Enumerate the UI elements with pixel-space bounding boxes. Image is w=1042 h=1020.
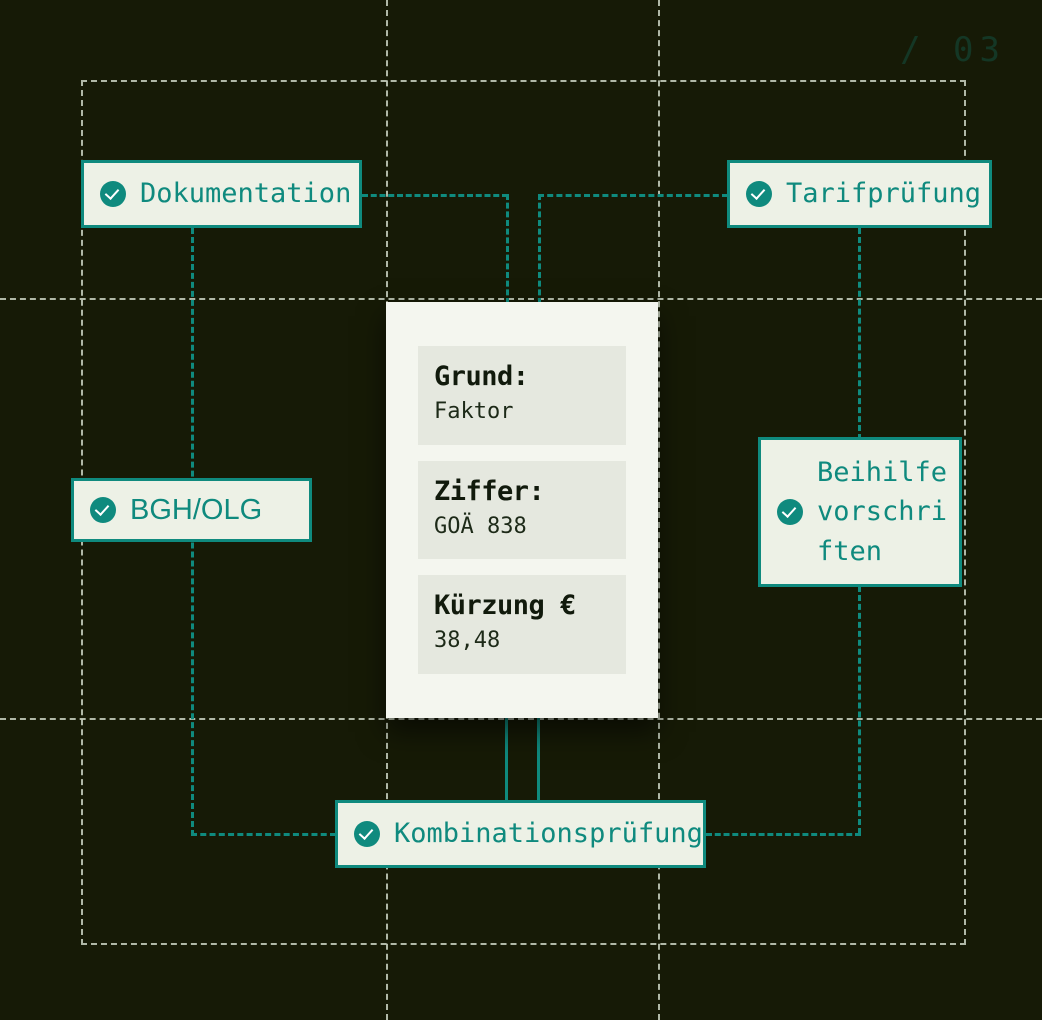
node-label: BGH/OLG [130, 493, 263, 526]
step-counter: / 03 [900, 30, 1006, 70]
grid-line-horizontal-2 [0, 718, 1042, 720]
check-icon [777, 499, 803, 525]
detail-field-value: 38,48 [434, 627, 501, 653]
check-icon [746, 181, 772, 207]
detail-field-value: GOÄ 838 [434, 513, 527, 539]
detail-field-value: Faktor [434, 399, 514, 425]
connector-bgh-olg-to-kombination [191, 833, 336, 836]
node-label: Beihilfe vorschri ften [817, 457, 948, 567]
node-label: Kombinationsprüfung [394, 818, 703, 850]
connector-dokumentation-down [506, 194, 509, 304]
check-icon [90, 497, 116, 523]
node-kombinationspruefung[interactable]: Kombinationsprüfung [335, 800, 706, 868]
node-dokumentation[interactable]: Dokumentation [81, 160, 362, 228]
connector-tarifpruefung-left [538, 194, 728, 197]
connector-dokumentation-right [362, 194, 508, 197]
grid-line-horizontal-1 [0, 298, 1042, 300]
connector-tarifpruefung-to-beihilfe [858, 228, 861, 440]
node-beihilfevorschriften[interactable]: Beihilfe vorschri ften [758, 437, 962, 587]
connector-beihilfe-down [858, 586, 861, 834]
check-icon [100, 181, 126, 207]
detail-field-grund: Grund: Faktor [418, 346, 626, 445]
detail-field-key: Ziffer: [434, 475, 545, 507]
connector-tarifpruefung-down [538, 194, 541, 304]
node-bgh-olg[interactable]: BGH/OLG [71, 478, 312, 542]
connector-beihilfe-to-kombination [706, 833, 861, 836]
detail-field-kuerzung: Kürzung € 38,48 [418, 575, 626, 674]
node-label: Dokumentation [140, 178, 352, 210]
detail-card[interactable]: Grund: Faktor Ziffer: GOÄ 838 Kürzung € … [386, 302, 658, 718]
node-tarifpruefung[interactable]: Tarifprüfung [727, 160, 992, 228]
node-label: Tarifprüfung [786, 178, 982, 210]
check-icon [354, 821, 380, 847]
detail-field-key: Grund: [434, 361, 529, 393]
detail-field-ziffer: Ziffer: GOÄ 838 [418, 460, 626, 560]
detail-field-key: Kürzung € [434, 590, 576, 622]
